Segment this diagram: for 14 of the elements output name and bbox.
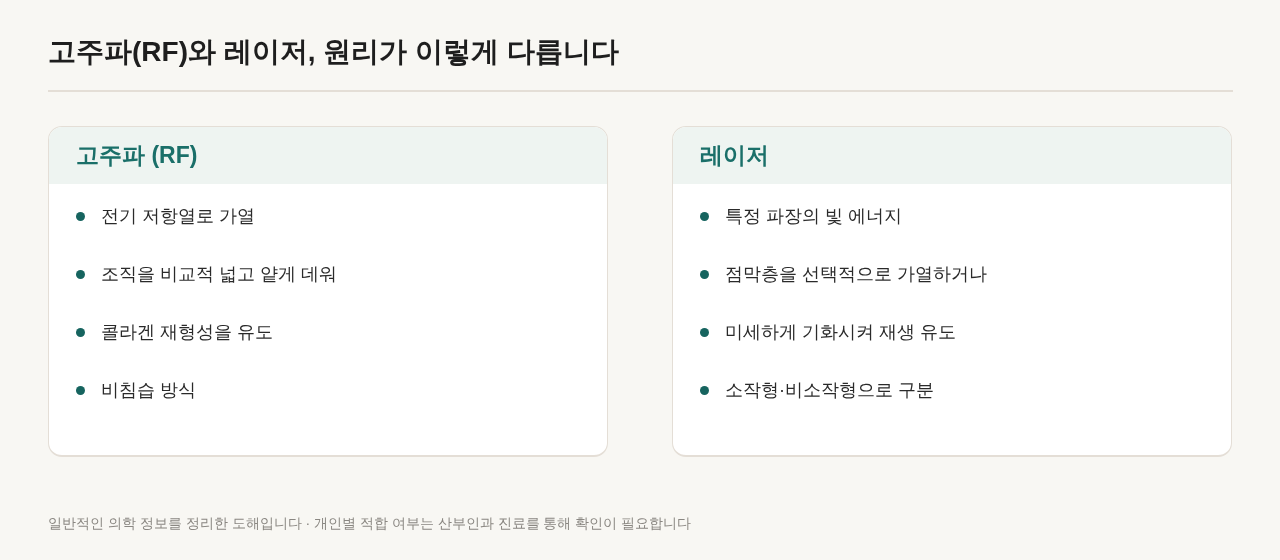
list-item: 미세하게 기화시켜 재생 유도 <box>725 321 956 344</box>
list-item: 소작형·비소작형으로 구분 <box>725 379 934 402</box>
list-item: 비침습 방식 <box>101 379 196 402</box>
list-item: 전기 저항열로 가열 <box>101 205 255 228</box>
card-header: 고주파 (RF) <box>49 127 607 184</box>
list-item: 콜라겐 재형성을 유도 <box>101 321 273 344</box>
card <box>48 126 608 457</box>
card-header: 레이저 <box>673 127 1231 184</box>
caption: 일반적인 의학 정보를 정리한 도해입니다 · 개인별 적합 여부는 산부인과 진료를 통해 확인이 필요합니다 <box>48 514 692 533</box>
title: 고주파(RF)와 레이저, 원리가 이렇게 다릅니다 <box>48 35 619 69</box>
card <box>672 126 1232 457</box>
list-item: 점막층을 선택적으로 가열하거나 <box>725 263 987 286</box>
list-item: 특정 파장의 빛 에너지 <box>725 205 902 228</box>
list-item: 조직을 비교적 넓고 얕게 데워 <box>101 263 337 286</box>
